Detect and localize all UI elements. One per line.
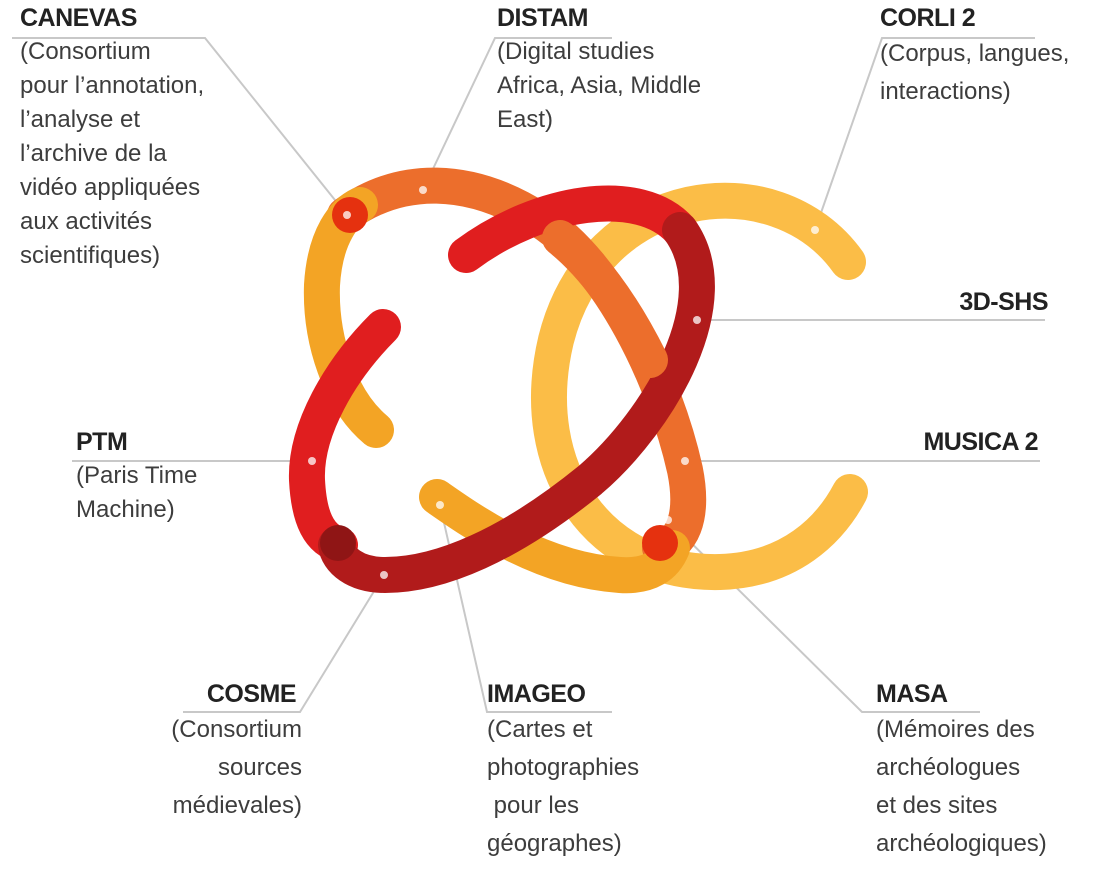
label-musica2-title: MUSICA 2 — [923, 428, 1038, 456]
label-masa-title: MASA — [876, 680, 948, 708]
leader-line-corli2 — [814, 37, 1035, 231]
label-corli2-title: CORLI 2 — [880, 4, 976, 32]
ring-imageo — [419, 479, 690, 594]
label-masa-description: (Mémoires des archéologues et des sites … — [876, 716, 1047, 857]
anchor-dot-musica2 — [681, 457, 689, 465]
label-cosme-title: COSME — [206, 680, 297, 708]
anchor-dot-cosme — [380, 571, 388, 579]
leader-line-distam — [422, 37, 612, 191]
leader-line-cosme — [183, 574, 385, 713]
label-imageo-title: IMAGEO — [487, 680, 586, 708]
label-canevas-description: (Consortium pour l’annotation, l’analyse… — [20, 38, 205, 269]
label-masa: MASA (Mémoires des archéologues et des s… — [876, 680, 1047, 863]
label-distam-title: DISTAM — [497, 4, 588, 32]
ring-3dshs — [318, 212, 715, 594]
anchor-dot-3dshs — [693, 316, 701, 324]
label-imageo: IMAGEO (Cartes et photographies pour les… — [487, 680, 639, 863]
label-cosme: COSME (Consortium sources médievales) — [112, 680, 302, 825]
label-ptm-description: (Paris Time Machine) — [76, 462, 198, 523]
label-3dshs: 3D-SHS — [959, 288, 1048, 317]
knot-rings — [288, 167, 868, 594]
label-ptm: PTM (Paris Time Machine) — [76, 428, 197, 527]
ring-distam — [448, 185, 698, 273]
leader-line-canevas — [12, 37, 348, 216]
label-musica2: MUSICA 2 — [923, 428, 1038, 457]
label-corli2: CORLI 2 (Corpus, langues, interactions) — [880, 4, 1069, 111]
anchor-dot-distam — [419, 186, 427, 194]
label-3dshs-title: 3D-SHS — [959, 288, 1048, 316]
label-canevas-title: CANEVAS — [20, 4, 137, 32]
ring-corli2 — [531, 182, 868, 591]
overlap-cosme — [320, 525, 356, 561]
anchor-dot-masa — [664, 516, 672, 524]
anchor-dot-corli2 — [811, 226, 819, 234]
overlap-masa — [642, 525, 678, 561]
label-distam: DISTAM (Digital studies Africa, Asia, Mi… — [497, 4, 701, 137]
anchor-dot-imageo — [436, 501, 444, 509]
label-canevas: CANEVAS (Consortium pour l’annotation, l… — [20, 4, 204, 273]
label-corli2-description: (Corpus, langues, interactions) — [880, 40, 1070, 105]
ring-musica2-crossing — [542, 220, 668, 378]
label-distam-description: (Digital studies Africa, Asia, Middle Ea… — [497, 38, 702, 133]
label-imageo-description: (Cartes et photographies pour les géogra… — [487, 716, 640, 857]
anchor-dot-canevas — [343, 211, 351, 219]
anchor-dots — [308, 186, 819, 579]
anchor-dot-ptm — [308, 457, 316, 465]
label-ptm-title: PTM — [76, 428, 128, 456]
label-cosme-description: (Consortium sources médievales) — [171, 716, 302, 819]
ring-ptm — [288, 309, 401, 563]
